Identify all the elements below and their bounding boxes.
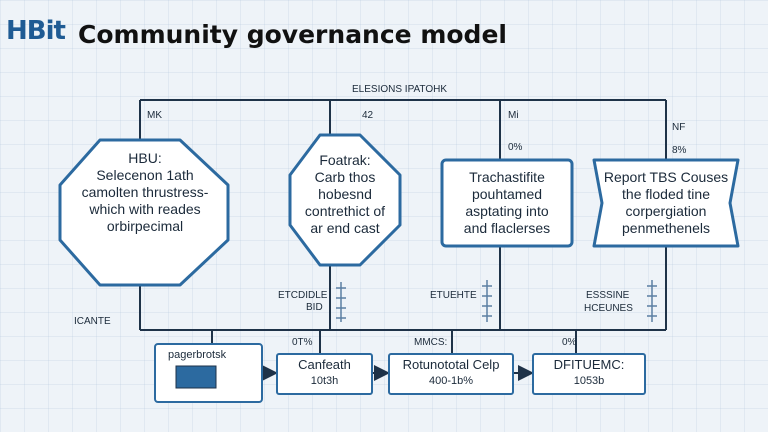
brand-logo: HBit (6, 16, 66, 46)
page-title: Community governance model (78, 20, 507, 49)
node-rect-mid (440, 158, 574, 248)
branch-label-1: MK (147, 110, 162, 121)
ruler-icon (336, 282, 346, 322)
side-label-right-b: HCEUNES (584, 303, 633, 314)
pct-label-2: 8% (672, 145, 687, 156)
ruler-icon (482, 280, 492, 322)
header: HBit Community governance model (0, 0, 768, 66)
bottom-top-label-3: 0% (562, 337, 577, 348)
bottom-node-3 (388, 353, 514, 395)
bottom-node-2 (276, 353, 373, 395)
node-text-3: Trachastifite pouhtamed asptating into a… (463, 169, 551, 236)
bottom-node-1-label: pagerbrotsk (168, 349, 227, 361)
bottom-top-label-2: MMCS: (414, 337, 448, 348)
node-text-1: HBU: Selecenon 1ath camolten thrustress-… (81, 150, 209, 234)
side-label-mid1-b: BID (306, 302, 323, 313)
node-banner-right (592, 158, 740, 248)
bottom-top-label-1: 0T% (292, 337, 313, 348)
ruler-icon (647, 280, 657, 322)
bottom-node-4 (532, 353, 646, 395)
side-label-right-a: ESSSINE (586, 290, 630, 301)
side-label-mid1-a: ETCDIDLE (278, 290, 328, 301)
bottom-node-4-text: DFITUEMC: 1053b (553, 357, 625, 387)
node-text-4: Report TBS Couses the floded tine corper… (603, 169, 729, 236)
bottom-node-2-text: Canfeath 10t3h (298, 357, 351, 387)
pct-label-1: 0% (508, 142, 523, 153)
node-octagon-mid (288, 133, 402, 267)
branch-label-2: 42 (362, 110, 374, 121)
node-text-2: Foatrak: Carb thos hobesnd contrethict o… (304, 152, 386, 236)
side-label-left: ICANTE (74, 316, 111, 327)
bottom-node-3-text: Rotunototal Celp 400-1b% (402, 357, 500, 387)
connector-lines (139, 99, 667, 354)
side-label-mid2: ETUEHTE (430, 290, 477, 301)
top-label: ELESIONS IPATOHK (352, 84, 448, 95)
bottom-node-1-screen (175, 365, 217, 389)
node-octagon-left (58, 138, 230, 287)
branch-label-3: Mi (508, 110, 519, 121)
branch-label-4: NF (672, 122, 686, 133)
